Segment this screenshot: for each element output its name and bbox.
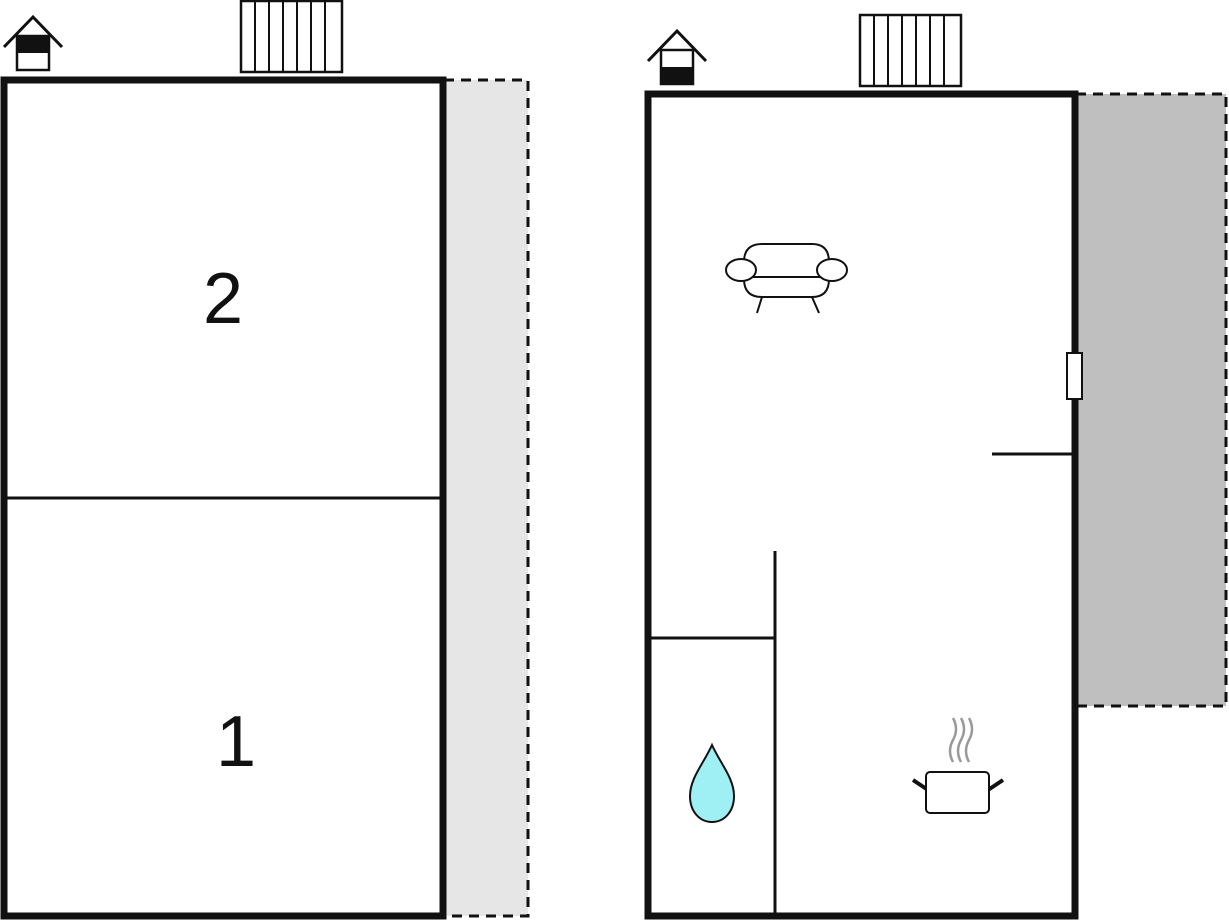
room-label-1: 1 (216, 702, 256, 782)
plan-ground-floor (644, 13, 1228, 920)
floor-indicator-upper-icon (2, 14, 64, 72)
room-label-2: 2 (203, 259, 243, 339)
radiator-icon (858, 13, 963, 88)
bathroom-water-drop-icon (688, 742, 736, 824)
kitchen-pot-icon (911, 717, 1005, 814)
floor-indicator-ground-icon (646, 28, 708, 86)
sofa-icon (725, 243, 848, 314)
door (1066, 352, 1083, 400)
terrace-area (442, 78, 530, 918)
radiator-icon (239, 0, 344, 74)
terrace-area (1074, 92, 1228, 708)
plan-upper-floor: 2 1 (0, 0, 530, 920)
